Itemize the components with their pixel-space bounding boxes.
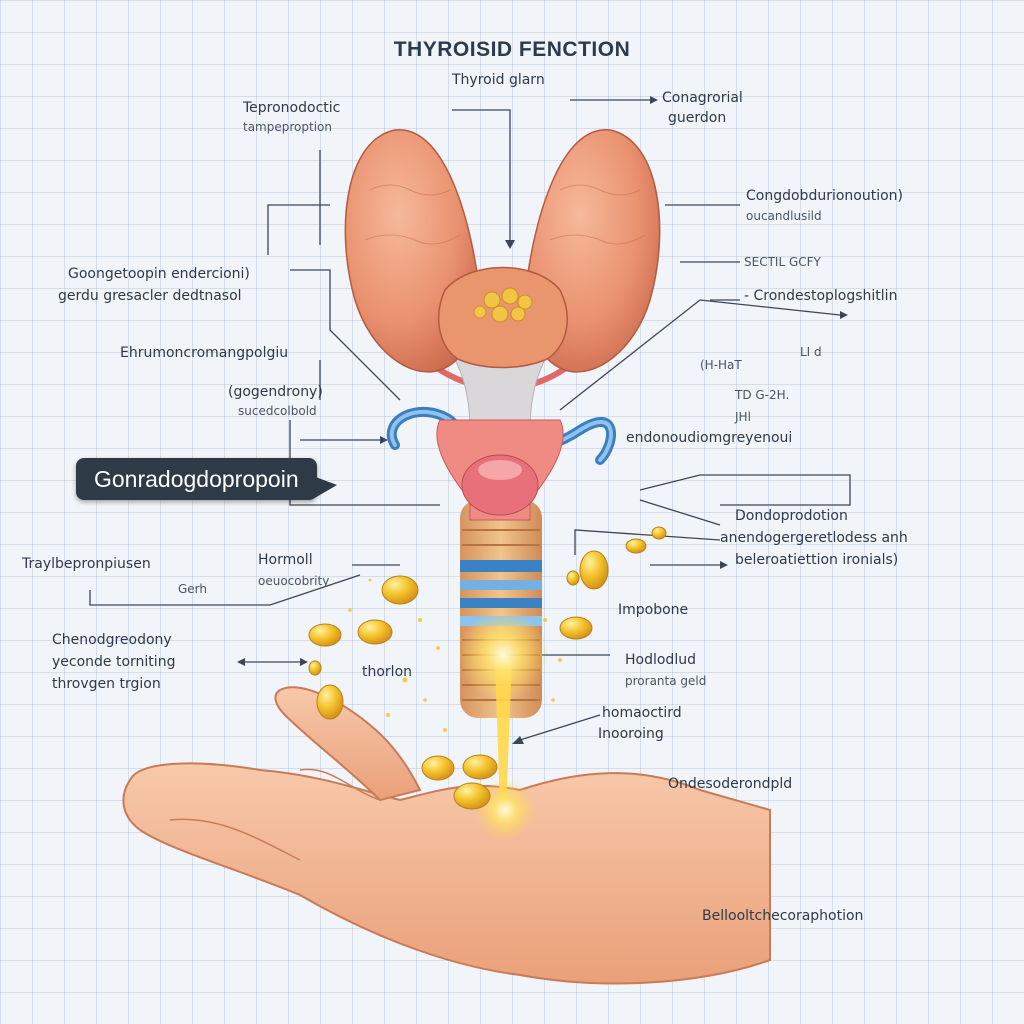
label-congdobdurion: Congdobdurionoution) [746, 188, 904, 204]
leader-lines [89, 99, 851, 916]
label-right-mid-d: JHl [735, 410, 751, 424]
label-ondesoderondpld: Ondesoderondpld [668, 776, 793, 792]
label-chenodgreodony: Chenodgreodony [52, 632, 172, 648]
label-chenodgreodony-sub2: throvgen trgion [52, 676, 161, 692]
hand [122, 686, 771, 985]
label-dondoprodotion-sub1: anendogergeretlodess anh [720, 530, 908, 546]
label-gogendrony-sub: sucedcolbold [238, 404, 317, 418]
label-goongetoopin-sub: gerdu gresacler dedtnasol [58, 288, 242, 304]
label-thorlon: thorlon [362, 664, 413, 680]
label-endonom: endonoudiomgreyenoui [626, 430, 793, 446]
label-ehrumon: Ehrumoncromangpolgiu [120, 345, 289, 361]
diagram-title: THYROISID FENCTION [393, 38, 631, 61]
label-traylbepronpiusen: Traylbepronpiusen [22, 556, 151, 572]
label-chenodgreodony-sub1: yeconde torniting [52, 654, 176, 670]
label-hormoll: Hormoll [258, 552, 313, 568]
thyroid-gland [344, 129, 661, 373]
label-impobone: Impobone [618, 602, 689, 618]
arrow-heads [237, 96, 848, 744]
label-tepronodoctic: Tepronodoctic [243, 100, 341, 116]
label-gogendrony: (gogendrony) [228, 384, 323, 400]
label-conagrorial: Conagrorial [662, 90, 743, 106]
label-goongetoopin: Goongetoopin endercioni) [68, 266, 250, 282]
sparkles [348, 578, 562, 732]
label-thyroid-glarn: Thyroid glarn [452, 72, 545, 88]
label-congdobdurion-sub: oucandlusild [746, 209, 822, 223]
label-conagrorial-sub: guerdon [668, 110, 727, 126]
label-dondoprodotion-sub2: beleroatiettion ironials) [735, 552, 899, 568]
label-homaoctird: homaoctird [602, 705, 682, 721]
hormone-capsules [308, 526, 667, 810]
label-hormoll-sub: oeuocobrity [258, 574, 330, 588]
label-crondestop: - Crondestoplogshitlin [744, 288, 898, 304]
label-right-mid-c: TD G-2H. [735, 388, 790, 402]
label-tepronodoctic-sub: tampeproption [243, 120, 332, 134]
label-homaoctird-sub: Inooroing [598, 726, 664, 742]
label-small-right: SECTIL GCFY [744, 255, 821, 269]
label-hodlodlud: Hodlodlud [625, 652, 696, 668]
label-trayle-small: Gerh [178, 582, 208, 596]
label-dondoprodotion: Dondoprodotion [735, 508, 848, 524]
label-right-mid-b: LI d [800, 345, 822, 359]
label-right-mid-a: (H-HaT [700, 358, 742, 372]
label-hodlodlud-sub: proranta geld [625, 674, 707, 688]
callout-badge: Gonradogdopropoin [76, 458, 337, 500]
label-bellooltchecoraphotion: Bellooltchecoraphotion [702, 908, 864, 924]
